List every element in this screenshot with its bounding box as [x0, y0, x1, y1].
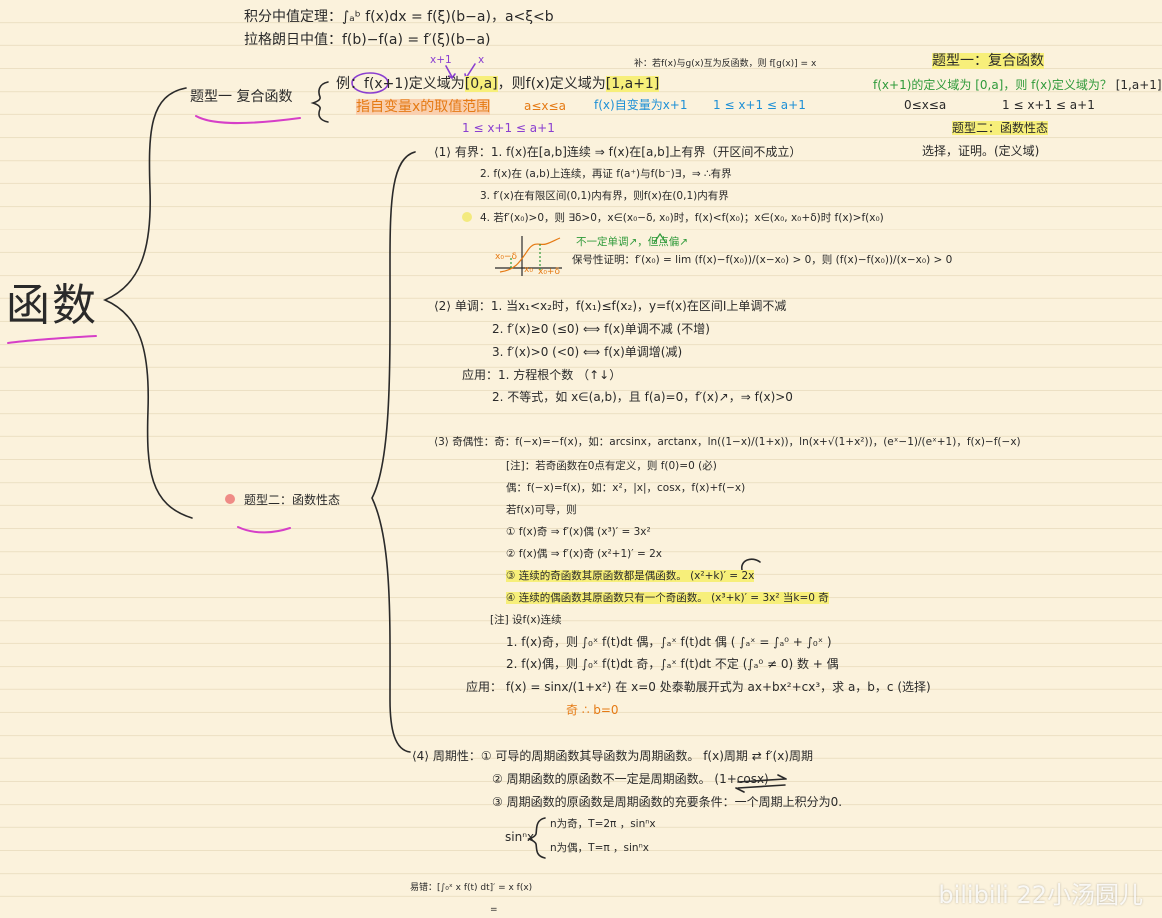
main-brace	[102, 87, 193, 519]
curved-arrow	[741, 558, 761, 571]
sec3-c1: ① f(x)奇 ⇒ f′(x)偶 (x³)′ = 3x²	[506, 526, 651, 538]
graph-label-a: x₀−δ	[495, 252, 517, 262]
type1-brace	[310, 81, 329, 123]
type2-label: 题型二：函数性态	[244, 493, 341, 507]
sec3-c2: ② f(x)偶 ⇒ f′(x)奇 (x²+1)′ = 2x	[506, 548, 662, 560]
example-mid1: 定义域为	[408, 76, 465, 92]
type2-brace	[371, 151, 416, 753]
right-line3: 选择，证明。(定义域)	[922, 144, 1040, 158]
sec3-deriv: 若f(x)可导，则	[506, 504, 577, 516]
sec2-head: ⟨2⟩ 单调：1. 当x₁<x₂时，f(x₁)≤f(x₂)，y=f(x)在区间I…	[434, 299, 787, 313]
watermark: bilibili 22小汤圆儿	[938, 881, 1143, 909]
sec3-app: 应用： f(x) = sinx/(1+x²) 在 x=0 处泰勒展开式为 ax+…	[466, 680, 931, 694]
sin-odd: n为奇，T=2π ，sinⁿx	[550, 818, 656, 830]
x1-circle	[351, 72, 389, 94]
expr-fx1: f(x+1)	[364, 76, 409, 92]
graph-label-c: x₀+δ	[538, 267, 560, 277]
sec3-i2: 2. f(x)偶，则 ∫₀ˣ f(t)dt 奇，∫ₐˣ f(t)dt 不定 (∫…	[506, 657, 839, 671]
right-title1: 题型一：复合函数	[932, 53, 1044, 69]
note-ineq1: a≤x≤a	[524, 99, 566, 113]
right-line2b: 1 ≤ x+1 ≤ a+1	[1002, 98, 1095, 112]
sec2-app1: 应用：1. 方程根个数 （↑↓）	[462, 368, 622, 382]
interval2: [1,a+1]	[605, 76, 660, 92]
sin-label: sinⁿx	[505, 830, 535, 844]
example-mid3: 定义域为	[549, 76, 606, 92]
type1-example: 例：f(x+1)定义域为[0,a]，则f(x)定义域为[1,a+1]	[336, 75, 660, 93]
bound-graph	[495, 232, 667, 276]
two-way-arrow	[735, 774, 787, 793]
sec1-l2: 2. f(x)在 (a,b)上连续，再证 f(a⁺)与f(b⁻)∃，⇒ ∴有界	[480, 168, 732, 180]
lagrange-theorem: 拉格朗日中值：f(b)−f(a) = f′(ξ)(b−a)	[244, 32, 491, 48]
right-line1: f(x+1)的定义域为 [0,a]，则 f(x)定义域为？ [1,a+1]	[873, 78, 1162, 92]
note-ineq2: 1 ≤ x+1 ≤ a+1	[713, 98, 806, 112]
sec2-l2: 2. f′(x)≥0 (≤0) ⟺ f(x)单调不减 (不增)	[492, 322, 710, 336]
type2-underline	[237, 526, 291, 534]
sec3-note2: [注] 设f(x)连续	[490, 614, 562, 626]
title-underline	[7, 335, 97, 344]
type2-bullet	[225, 494, 235, 504]
example-prefix: 例：	[336, 76, 364, 92]
sec3-note1: [注]：若奇函数在0点有定义，则 f(0)=0 (必)	[506, 460, 717, 472]
sec3-head: ⟨3⟩ 奇偶性：奇：f(−x)=−f(x)，如：arcsinx，arctanx，…	[434, 436, 1021, 448]
sec1-note: 不一定单调↗，但点偏↗	[576, 236, 689, 248]
sec1-l3: 3. f′(x)在有限区间(0,1)内有界，则f(x)在(0,1)内有界	[480, 190, 729, 202]
expr-fx: f(x)	[525, 76, 550, 92]
inverse-function-note: 补：若f(x)与g(x)互为反函数，则 f[g(x)] = x	[634, 59, 817, 69]
sec3-c4: ④ 连续的偶函数其原函数只有一个奇函数。 (x³+k)′ = 3x² 当k=0 …	[506, 592, 829, 604]
sec1-head: ⟨1⟩ 有界：1. f(x)在[a,b]连续 ⇒ f(x)在[a,b]上有界（开…	[434, 145, 802, 159]
note-domain-range: 指自变量x的取值范围	[356, 99, 491, 115]
sin-even: n为偶，T=π ，sinⁿx	[550, 842, 649, 854]
right-title2: 题型二：函数性态	[952, 121, 1049, 135]
annotation-x: x	[478, 54, 485, 66]
central-title: 函数	[6, 280, 98, 331]
sec4-l2: ② 周期函数的原函数不一定是周期函数。 (1+cosx)	[492, 772, 769, 786]
example-mid2: ，则	[497, 76, 526, 92]
sec4-head: ⟨4⟩ 周期性：① 可导的周期函数其导函数为周期函数。 f(x)周期 ⇄ f′(…	[412, 749, 813, 763]
mean-value-theorem: 积分中值定理：∫ₐᵇ f(x)dx = f(ξ)(b−a)，a<ξ<b	[244, 9, 554, 25]
sec3-c3: ③ 连续的奇函数其原函数都是偶函数。 (x²+k)′ = 2x	[506, 570, 755, 582]
sin-brace	[527, 817, 546, 859]
type1-label: 题型一 复合函数	[190, 89, 293, 105]
note-ineq3: 1 ≤ x+1 ≤ a+1	[462, 121, 555, 135]
sec3-ans: 奇 ∴ b=0	[566, 703, 619, 717]
sec3-even: 偶：f(−x)=f(x)，如：x²，|x|，cosx，f(x)+f(−x)	[506, 482, 746, 494]
annotation-x1: x+1	[430, 54, 452, 66]
arrow-x1	[445, 65, 456, 80]
note-fx-variable: f(x)自变量为x+1	[594, 98, 688, 112]
graph-label-b: x₀	[524, 265, 533, 275]
sec1-bullet	[462, 212, 472, 222]
bottom-note: 易错：[∫₀ˣ x f(t) dt]′ = x f(x)	[410, 883, 533, 893]
sec1-proof: 保号性证明：f′(x₀) = lim (f(x)−f(x₀))/(x−x₀) >…	[572, 254, 953, 266]
sec2-app2: 2. 不等式，如 x∈(a,b)，且 f(a)=0，f′(x)↗，⇒ f(x)>…	[492, 390, 793, 404]
sec3-i1: 1. f(x)奇，则 ∫₀ˣ f(t)dt 偶，∫ₐˣ f(t)dt 偶 ( ∫…	[506, 635, 832, 649]
bottom-small: =	[490, 905, 498, 915]
right-line2a: 0≤x≤a	[904, 98, 947, 112]
green-arrow	[653, 232, 667, 244]
interval1: [0,a]	[464, 76, 498, 92]
sec2-l3: 3. f′(x)>0 (<0) ⟺ f(x)单调增(减)	[492, 345, 683, 359]
sec1-l4: 4. 若f′(x₀)>0，则 ∃δ>0，x∈(x₀−δ, x₀)时，f(x)<f…	[480, 212, 884, 224]
type1-underline	[195, 115, 301, 125]
sec4-l3: ③ 周期函数的原函数是周期函数的充要条件：一个周期上积分为0.	[492, 795, 843, 809]
